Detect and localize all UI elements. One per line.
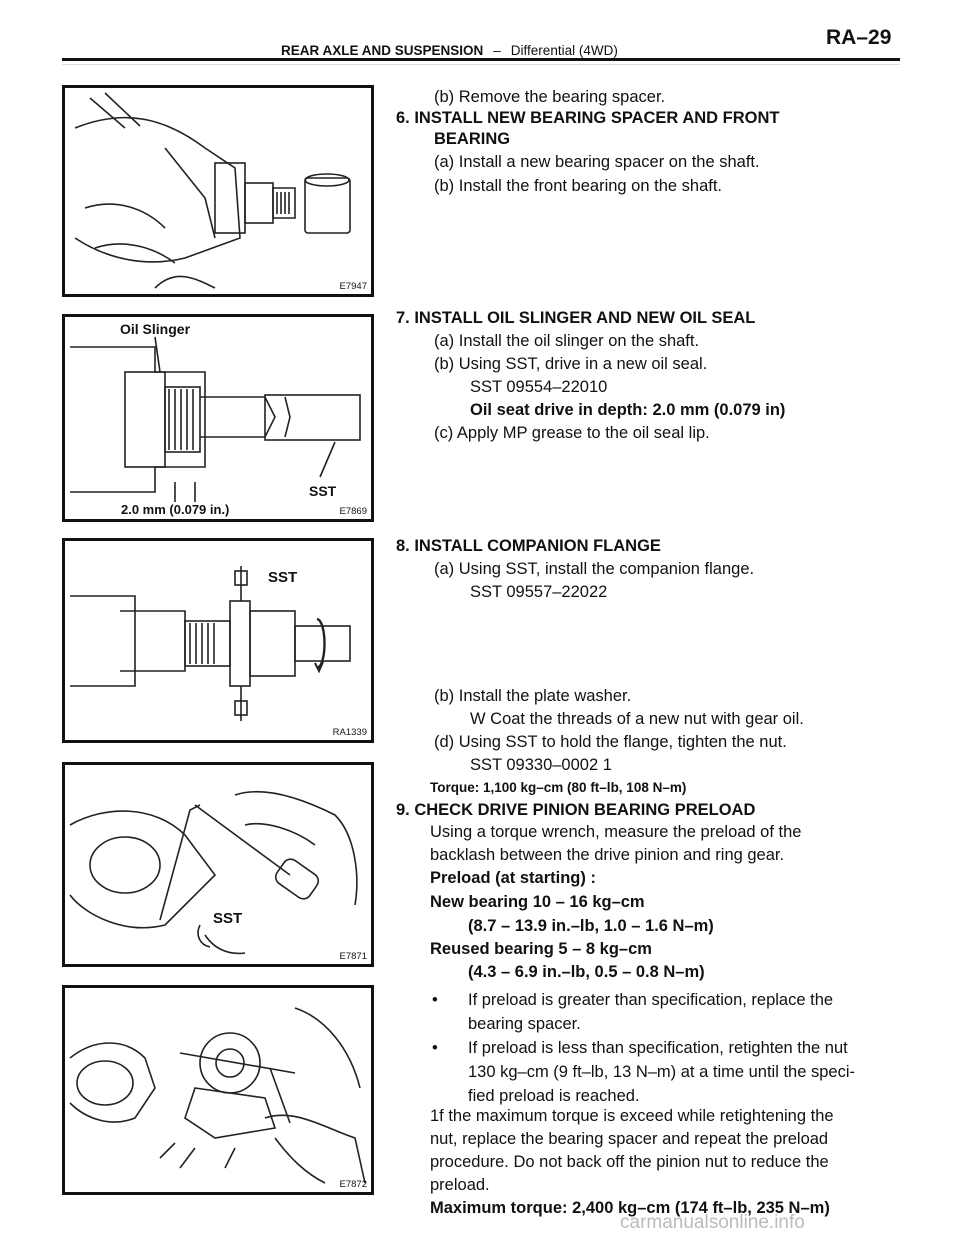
- step8-sst: SST 09557–22022: [470, 583, 608, 601]
- bullet-line: bearing spacer.: [468, 1015, 581, 1033]
- step7-c: (c) Apply MP grease to the oil seal lip.: [434, 424, 710, 442]
- header-breadcrumb: REAR AXLE AND SUSPENSION–Differential (4…: [281, 43, 618, 58]
- bullet-line: 130 kg–cm (9 ft–lb, 13 N–m) at a time un…: [468, 1063, 856, 1081]
- step9-preload-label: Preload (at starting) :: [430, 869, 596, 887]
- step9-reused-bearing-units: (4.3 – 6.9 in.–lb, 0.5 – 0.8 N–m): [468, 963, 705, 981]
- figure-label-depth: 2.0 mm (0.079 in.): [121, 502, 230, 517]
- figure-torque-wrench: SST E7871: [62, 762, 374, 967]
- step8-title: 8. INSTALL COMPANION FLANGE: [396, 537, 661, 555]
- step9-reused-bearing: Reused bearing 5 – 8 kg–cm: [430, 940, 652, 958]
- header-section: REAR AXLE AND SUSPENSION: [281, 43, 484, 58]
- figure-bearing-spacer: E7947: [62, 85, 374, 297]
- step9-new-bearing-units: (8.7 – 13.9 in.–lb, 1.0 – 1.6 N–m): [468, 917, 714, 935]
- bullet-line: If preload is greater than specification…: [468, 991, 834, 1009]
- figure-companion-flange: SST RA1339: [62, 538, 374, 743]
- step9-para-2: backlash between the drive pinion and ri…: [430, 846, 785, 864]
- step6-title-cont: BEARING: [434, 130, 511, 148]
- figure-illustration: [70, 336, 361, 502]
- step9-bullet-1: • If preload is greater than specificati…: [432, 988, 872, 1036]
- figure-code: E7872: [339, 1179, 367, 1190]
- step7-sst: SST 09554–22010: [470, 378, 608, 396]
- bullet-line: fied preload is reached.: [468, 1087, 640, 1105]
- figure-illustration: [70, 566, 351, 721]
- step7-b: (b) Using SST, drive in a new oil seal.: [434, 355, 708, 373]
- figure-code: E7947: [339, 281, 367, 292]
- step7-a: (a) Install the oil slinger on the shaft…: [434, 332, 700, 350]
- header-rule-shadow: [62, 64, 900, 65]
- header-subsection: Differential (4WD): [510, 43, 618, 58]
- step9-note-3: procedure. Do not back off the pinion nu…: [430, 1153, 829, 1171]
- step9-title: 9. CHECK DRIVE PINION BEARING PRELOAD: [396, 801, 756, 819]
- step9-new-bearing: New bearing 10 – 16 kg–cm: [430, 893, 645, 911]
- step7-title: 7. INSTALL OIL SLINGER AND NEW OIL SEAL: [396, 309, 756, 327]
- step6-title: 6. INSTALL NEW BEARING SPACER AND FRONT: [396, 109, 780, 127]
- header-separator: –: [493, 43, 501, 58]
- figure-illustration: [69, 791, 358, 955]
- step6-b: (b) Install the front bearing on the sha…: [434, 177, 723, 195]
- figure-label-sst: SST: [268, 569, 298, 586]
- bullet-dot: •: [432, 991, 438, 1009]
- figure-label-sst: SST: [309, 483, 337, 499]
- step8-a: (a) Using SST, install the companion fla…: [434, 560, 755, 578]
- step8-torque-spec: Torque: 1,100 kg–cm (80 ft–lb, 108 N–m): [430, 780, 687, 795]
- figure-label-oil-slinger: Oil Slinger: [120, 321, 191, 337]
- step9-para-1: Using a torque wrench, measure the prelo…: [430, 823, 802, 841]
- step6-a: (a) Install a new bearing spacer on the …: [434, 153, 760, 171]
- header-rule: [62, 58, 900, 61]
- figure-oil-slinger: Oil Slinger SST 2.0 mm (0.079 in.) E7869: [62, 314, 374, 522]
- step9-note-1: 1f the maximum torque is exceed while re…: [430, 1107, 834, 1125]
- step7-depth-spec: Oil seat drive in depth: 2.0 mm (0.079 i…: [470, 401, 786, 419]
- step8-d: (d) Using SST to hold the flange, tighte…: [434, 733, 787, 751]
- figure-illustration: [74, 92, 351, 289]
- watermark: carmanualsonline.info: [620, 1212, 805, 1233]
- figure-illustration: [69, 1007, 366, 1184]
- step5-remove-spacer: (b) Remove the bearing spacer.: [434, 88, 666, 106]
- figure-code: RA1339: [332, 727, 367, 738]
- figure-label-sst: SST: [213, 910, 243, 927]
- step8-b: (b) Install the plate washer.: [434, 687, 632, 705]
- figure-preload-check: E7872: [62, 985, 374, 1195]
- page-header: REAR AXLE AND SUSPENSION–Differential (4…: [0, 0, 960, 65]
- step9-max-torque: Maximum torque: 2,400 kg–cm (174 ft–lb, …: [430, 1199, 830, 1217]
- bullet-line: If preload is less than specification, r…: [468, 1039, 848, 1057]
- page-id: RA–29: [826, 26, 892, 49]
- bullet-dot: •: [432, 1039, 438, 1057]
- figure-code: E7869: [339, 506, 367, 517]
- step8-sst2: SST 09330–0002 1: [470, 756, 612, 774]
- step9-note-2: nut, replace the bearing spacer and repe…: [430, 1130, 829, 1148]
- figure-code: E7871: [339, 951, 367, 962]
- step9-note-4: preload.: [430, 1176, 490, 1194]
- step8-coat-threads: W Coat the threads of a new nut with gea…: [470, 710, 804, 728]
- step9-bullet-2: • If preload is less than specification,…: [432, 1036, 872, 1108]
